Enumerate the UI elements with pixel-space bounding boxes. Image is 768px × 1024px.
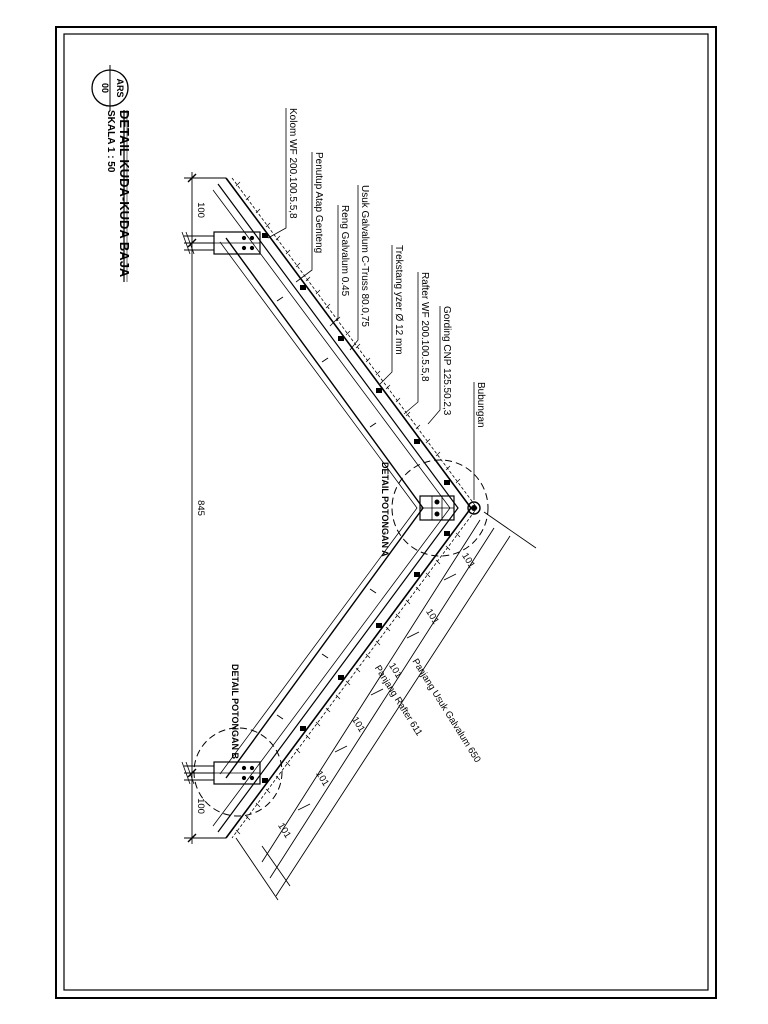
label-trekstang: Trekstang yzer Ø 12 mm [393, 245, 404, 355]
segment-dimensions: 101 101 101 101 101 101 [275, 551, 477, 840]
symbol-code: ARS [115, 78, 125, 97]
bubungan-cap [467, 501, 481, 515]
label-rafter: Rafter WF 200.100.5.5,8 [419, 272, 430, 382]
label-reng: Reng Galvalum 0.45 [339, 205, 350, 297]
usuk-length-label: Panjang Usuk Galvalum 650 [410, 657, 483, 765]
tile-hatch-bottom [235, 532, 461, 835]
dim-span: 845 [195, 500, 206, 516]
dim-top-offset: 100 [195, 202, 206, 218]
label-gording: Gording CNP 125.50.2,3 [441, 306, 452, 416]
inner-frame [63, 33, 709, 991]
dim-segment: 101 [423, 607, 441, 626]
vertical-dimensions [184, 172, 226, 844]
roof-truss [181, 177, 489, 839]
section-symbol: ARS 00 [91, 65, 129, 111]
drawing-scale: SKALA 1 : 50 [105, 110, 116, 173]
detail-b-circle [193, 727, 283, 817]
label-penutup: Penutup Atap Genteng [313, 152, 324, 253]
dim-bottom-offset: 100 [195, 798, 206, 814]
usuk-line [217, 183, 459, 833]
component-labels [267, 108, 475, 500]
tile-hatch-top [235, 181, 461, 484]
label-kolom: Kolom WF 200.100.5.5,8 [287, 108, 298, 219]
outer-frame [55, 26, 717, 999]
detail-b-label: DETAIL POTONGAN B [230, 664, 240, 760]
rafter-splices [276, 296, 377, 720]
sloped-dimensions [235, 511, 537, 901]
label-bubungan: Bubungan [475, 382, 486, 428]
dim-segment: 101 [313, 769, 331, 788]
gording-marks [262, 233, 450, 783]
ridge-connection [419, 495, 455, 521]
title-block: ARS 00 DETAIL KUDA-KUDA BAJA SKALA 1 : 5… [91, 65, 132, 282]
dim-segment: 101 [459, 551, 477, 570]
label-usuk: Usuk Galvalum C-Truss 80.0,75 [359, 185, 370, 327]
detail-a-circle [391, 459, 489, 557]
symbol-number: 00 [100, 83, 110, 93]
detail-a-label: DETAIL POTONGAN A [380, 462, 390, 557]
